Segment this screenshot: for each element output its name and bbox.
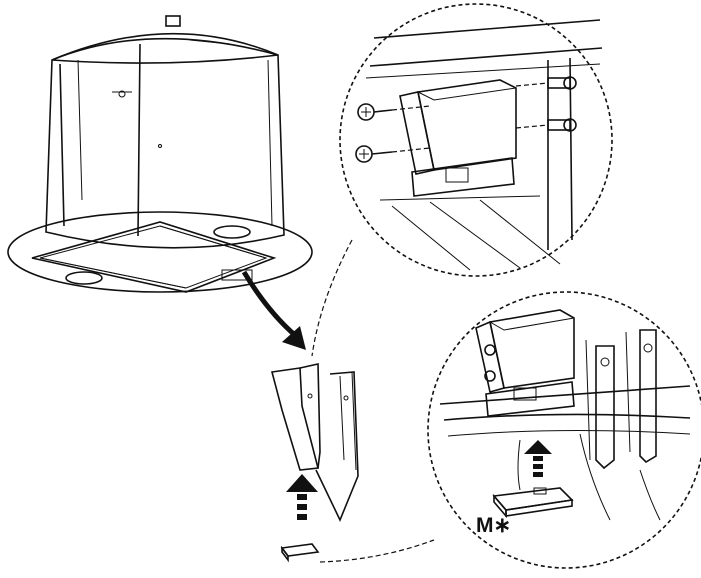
leader-line bbox=[319, 539, 435, 563]
spacer-part bbox=[280, 543, 320, 563]
part-label-m: M∗ bbox=[476, 514, 511, 537]
bracket-detail bbox=[270, 363, 359, 522]
direction-arrow bbox=[241, 270, 306, 350]
upward-arrow bbox=[286, 474, 318, 520]
detail-circle-mounting-box bbox=[339, 3, 613, 277]
hood-bottom-panel bbox=[7, 211, 313, 293]
detail-circle-bracket-insert: M∗ bbox=[427, 291, 701, 569]
leader-line bbox=[311, 239, 353, 357]
screw-icon bbox=[547, 118, 577, 132]
screw-icon bbox=[355, 145, 393, 163]
screw-icon bbox=[357, 103, 393, 121]
range-hood-body bbox=[45, 15, 285, 249]
screw-icon bbox=[547, 76, 577, 90]
